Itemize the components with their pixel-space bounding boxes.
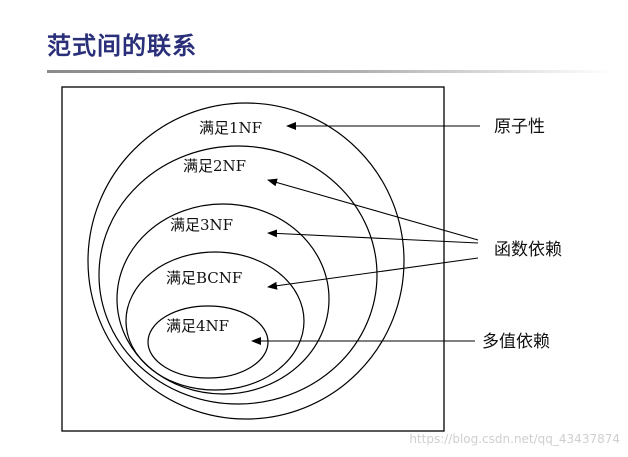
label-1nf: 满足1NF [199, 119, 262, 137]
label-functional-dependency: 函数依赖 [494, 240, 562, 260]
ellipse-1nf [87, 102, 405, 420]
label-multivalued-dependency: 多值依赖 [482, 332, 550, 352]
arrow-fd-to-3nf [267, 229, 479, 244]
ellipse-3nf [116, 203, 330, 395]
title-divider [47, 70, 615, 73]
outer-frame [61, 86, 445, 432]
arrow-fd-to-bcnf [267, 257, 479, 290]
slide-title: 范式间的联系 [47, 32, 197, 60]
arrow-fd-to-2nf [267, 178, 479, 241]
label-atomicity: 原子性 [494, 117, 545, 137]
ellipse-2nf [98, 145, 378, 405]
label-bcnf: 满足BCNF [166, 269, 242, 287]
label-3nf: 满足3NF [170, 216, 233, 234]
ellipse-bcnf [125, 251, 305, 391]
label-2nf: 满足2NF [183, 157, 246, 175]
ellipse-4nf [147, 305, 269, 379]
label-4nf: 满足4NF [166, 317, 229, 335]
watermark: https://blog.csdn.net/qq_43437874 [409, 432, 620, 446]
